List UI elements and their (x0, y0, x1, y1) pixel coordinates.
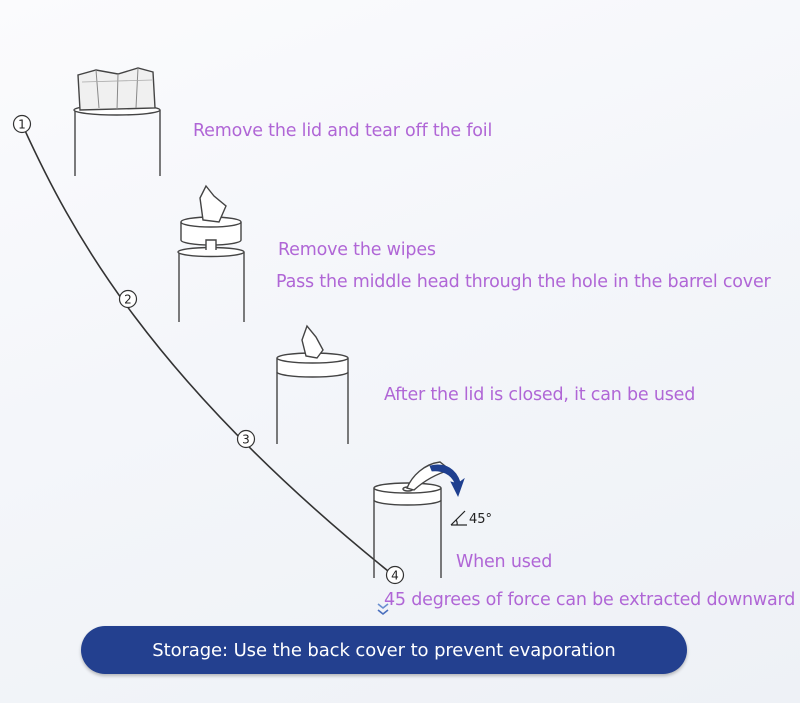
canister-step-1-icon (73, 67, 161, 176)
step-4-caption-2: 45 degrees of force can be extracted dow… (384, 590, 796, 610)
canister-step-3-icon (276, 324, 349, 444)
canister-step-2-icon (177, 184, 245, 322)
step-4-caption: When used (456, 552, 553, 572)
step-2-caption-2: Pass the middle head through the hole in… (276, 272, 771, 292)
step-1-caption: Remove the lid and tear off the foil (193, 121, 493, 141)
step-connector-line (21, 123, 394, 576)
circled-number-icon (118, 289, 138, 309)
canister-step-4-icon (373, 461, 452, 578)
step-2-caption: Remove the wipes (278, 240, 436, 260)
step-marker-4: 4 (385, 565, 405, 585)
step-marker-3: 3 (236, 429, 256, 449)
double-chevron-down-icon (377, 603, 389, 616)
circled-number-icon (12, 114, 32, 134)
step-3-caption: After the lid is closed, it can be used (384, 385, 696, 405)
step-number: 2 (124, 293, 132, 307)
step-number: 1 (18, 118, 26, 132)
storage-banner-text: Storage: Use the back cover to prevent e… (152, 639, 616, 661)
curved-arrow-icon (429, 464, 465, 498)
angle-label: 45° (469, 512, 492, 527)
step-number: 3 (242, 433, 250, 447)
step-marker-1: 1 (12, 114, 32, 134)
angle-symbol-icon (450, 510, 467, 526)
step-marker-2: 2 (118, 289, 138, 309)
storage-banner: Storage: Use the back cover to prevent e… (81, 626, 687, 674)
circled-number-icon (385, 565, 405, 585)
step-number: 4 (391, 569, 399, 583)
circled-number-icon (236, 429, 256, 449)
